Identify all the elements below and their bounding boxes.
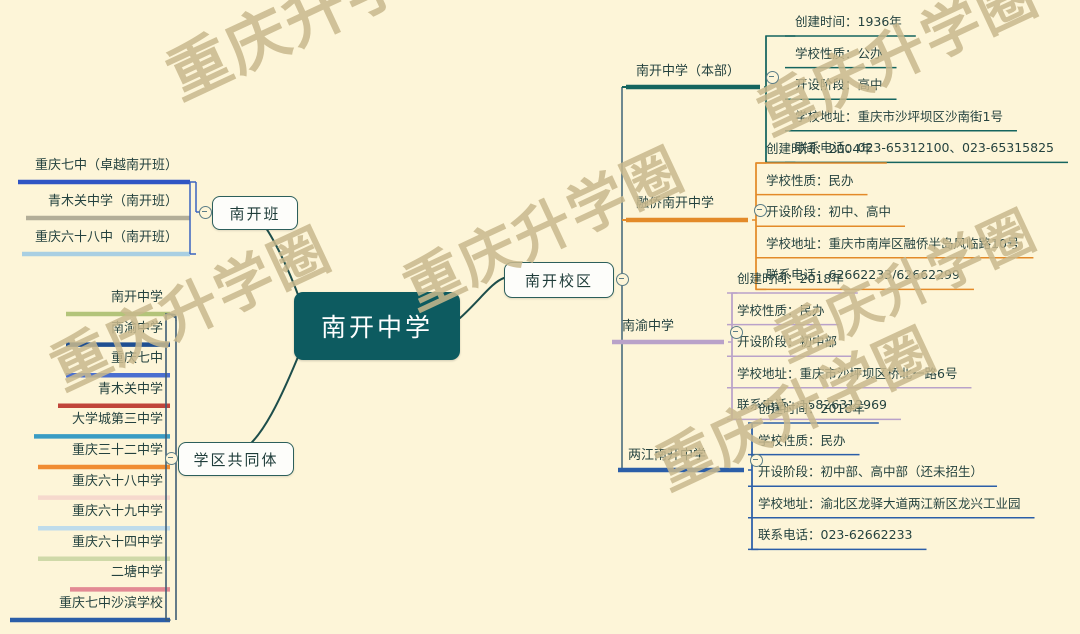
watermark-text: 重庆升学圈: [155, 0, 477, 114]
collapse-toggle-xuequ[interactable]: [165, 452, 178, 465]
left-item-label[interactable]: 南渝中学: [110, 320, 163, 336]
node-nankai-ban[interactable]: 南开班: [212, 196, 298, 230]
left-item-label[interactable]: 重庆七中: [110, 351, 163, 367]
left-item-label[interactable]: 大学城第三中学: [71, 412, 163, 428]
detail-item-label[interactable]: 开设阶段：高中: [795, 77, 883, 93]
campus-school-label[interactable]: 融侨南开中学: [636, 196, 715, 211]
detail-item-label[interactable]: 学校性质：民办: [758, 432, 846, 448]
campus-school-label[interactable]: 南渝中学: [622, 319, 675, 334]
detail-item-label[interactable]: 联系电话：023-65312100、023-65315825: [795, 140, 1054, 156]
collapse-toggle-school[interactable]: [766, 71, 779, 84]
detail-item-label[interactable]: 学校性质：民办: [737, 302, 825, 318]
left-item-label[interactable]: 重庆三十二中学: [71, 443, 163, 458]
left-item-label[interactable]: 重庆六十八中（南开班）: [34, 230, 178, 245]
detail-item-label[interactable]: 联系电话：023-62662233: [758, 527, 913, 543]
left-item-label[interactable]: 二塘中学: [110, 565, 163, 581]
node-nankai-xiaoqu-label: 南开校区: [524, 271, 593, 290]
left-item-label[interactable]: 青木关中学（南开班）: [47, 194, 178, 209]
node-xuequ-gongtongti-label: 学区共同体: [193, 450, 279, 469]
detail-item-label[interactable]: 开设阶段：初中部: [737, 334, 838, 350]
collapse-toggle-nankai-ban[interactable]: [199, 206, 212, 219]
detail-item-label[interactable]: 开设阶段：初中、高中: [766, 204, 892, 220]
detail-item-label[interactable]: 联系电话：15826312969: [737, 397, 887, 413]
detail-item-label[interactable]: 创建时间：2018年: [737, 271, 844, 286]
detail-item-label[interactable]: 创建时间：1936年: [795, 14, 902, 29]
collapse-toggle-school[interactable]: [754, 204, 767, 217]
detail-item-label[interactable]: 学校地址：渝北区龙驿大道两江新区龙兴工业园: [758, 495, 1021, 511]
campus-school-label[interactable]: 两江南开中学: [628, 448, 707, 463]
detail-item-label[interactable]: 学校性质：民办: [766, 172, 854, 188]
detail-item-label[interactable]: 创建时间：2018年: [758, 401, 865, 416]
root-node-label: 南开中学: [320, 313, 433, 342]
left-item-label[interactable]: 青木关中学: [97, 381, 163, 397]
left-item-label[interactable]: 南开中学: [110, 290, 163, 305]
left-item-label[interactable]: 重庆七中沙滨学校: [58, 596, 163, 611]
node-nankai-xiaoqu[interactable]: 南开校区: [504, 262, 614, 298]
root-node[interactable]: 南开中学: [294, 292, 460, 360]
detail-item-label[interactable]: 学校性质：公办: [795, 45, 883, 61]
collapse-toggle-school[interactable]: [730, 326, 743, 339]
detail-item-label[interactable]: 学校地址：重庆市南岸区融侨半岛风临路10号: [766, 235, 1020, 251]
node-xuequ-gongtongti[interactable]: 学区共同体: [178, 442, 294, 476]
detail-item-label[interactable]: 学校地址：重庆市沙坪坝区沙南街1号: [795, 108, 1003, 124]
left-item-label[interactable]: 重庆六十九中学: [71, 504, 163, 520]
node-nankai-ban-label: 南开班: [229, 204, 281, 223]
collapse-toggle-school[interactable]: [750, 454, 763, 467]
left-item-label[interactable]: 重庆七中（卓越南开班）: [34, 158, 178, 173]
detail-item-label[interactable]: 学校地址：重庆市沙坪坝区桥北一路6号: [737, 365, 958, 381]
detail-item-label[interactable]: 开设阶段：初中部、高中部（还未招生）: [758, 464, 984, 480]
detail-item-label[interactable]: 联系电话：62662233/62662299: [766, 267, 960, 283]
left-item-label[interactable]: 重庆六十四中学: [71, 534, 163, 550]
collapse-toggle-nankai-xiaoqu[interactable]: [616, 273, 629, 286]
left-item-label[interactable]: 重庆六十八中学: [71, 473, 163, 489]
detail-item-label[interactable]: 创建时间：2004年: [766, 141, 873, 156]
campus-school-label[interactable]: 南开中学（本部）: [636, 64, 741, 79]
